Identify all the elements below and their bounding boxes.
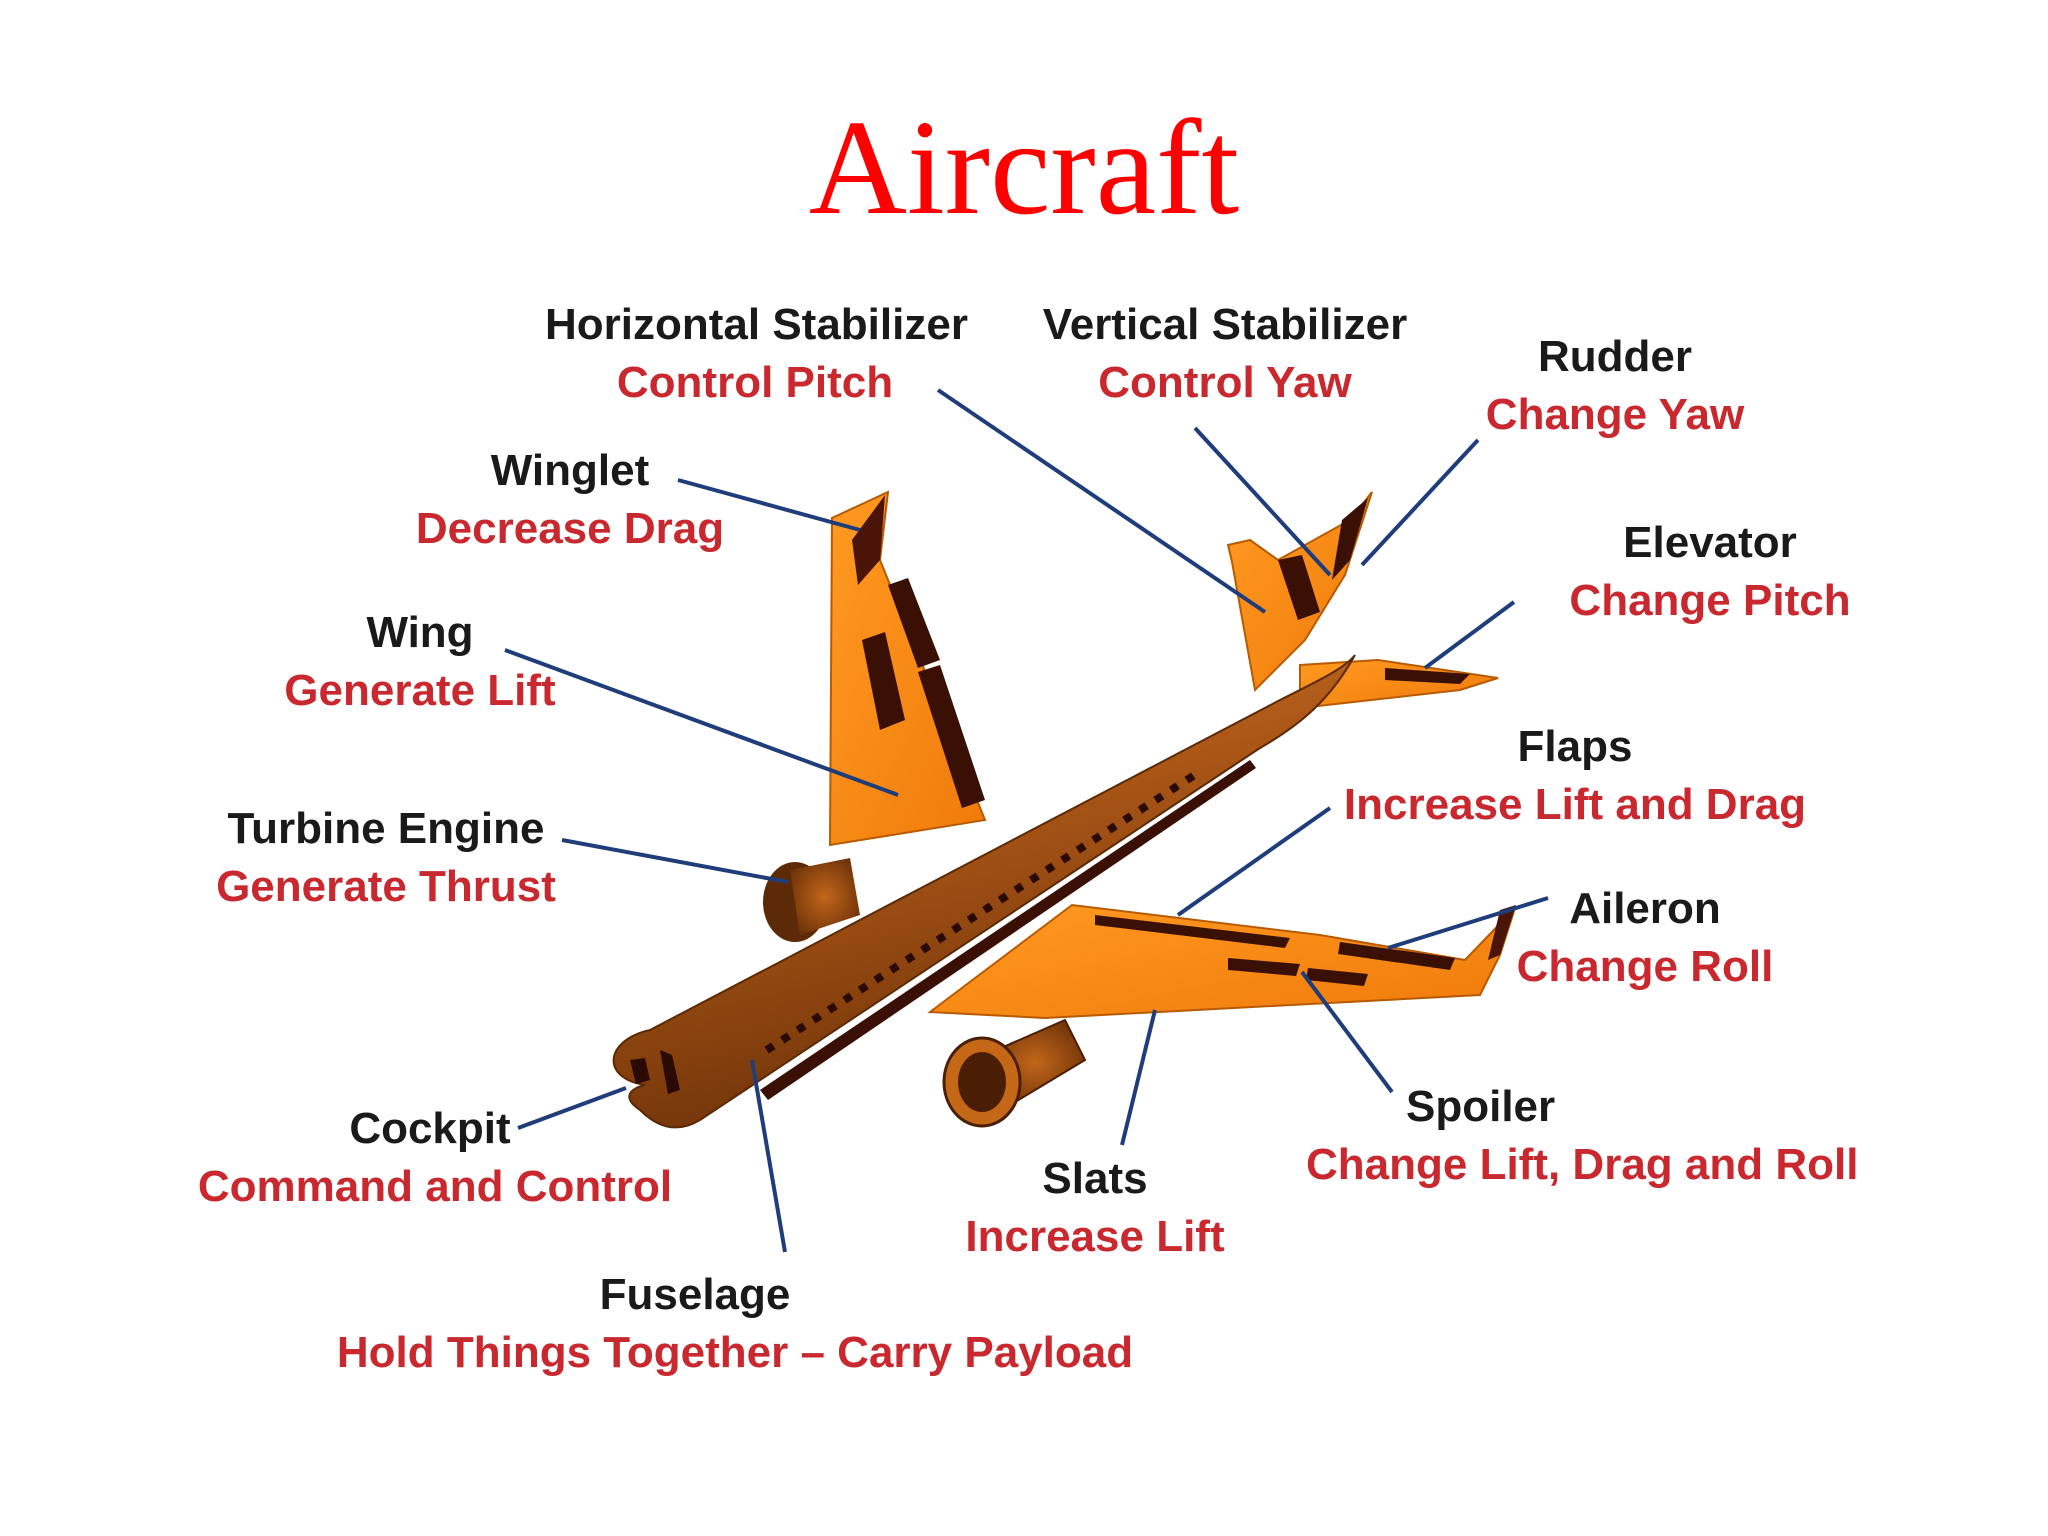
leader-turbine-engine — [561, 838, 789, 884]
label-flaps: Flaps Increase Lift and Drag — [1335, 718, 1815, 834]
window — [1106, 822, 1118, 834]
window — [966, 912, 978, 924]
part-function: Hold Things Together – Carry Payload — [336, 1328, 1134, 1377]
window — [1122, 812, 1134, 824]
flaps-surface — [1095, 915, 1290, 948]
passenger-windows — [764, 772, 1196, 1054]
window — [1013, 882, 1025, 894]
label-vertical-stabilizer: Vertical Stabilizer Control Yaw — [1025, 296, 1425, 412]
vertical-stabilizer — [1226, 491, 1373, 693]
leader-winglet — [677, 478, 861, 532]
label-turbine-engine: Turbine Engine Generate Thrust — [200, 800, 572, 916]
label-elevator: Elevator Change Pitch — [1530, 514, 1890, 630]
window — [1044, 862, 1056, 874]
leader-wing — [504, 648, 899, 797]
part-function: Change Lift, Drag and Roll — [1306, 1140, 1859, 1189]
leader-aileron — [1387, 896, 1549, 950]
label-slats: Slats Increase Lift — [945, 1150, 1245, 1266]
window — [764, 1042, 776, 1054]
leader-lines — [504, 388, 1549, 1253]
window — [888, 962, 900, 974]
part-function: Decrease Drag — [415, 504, 725, 553]
label-wing: Wing Generate Lift — [270, 604, 570, 720]
leader-vertical-stabilizer — [1193, 426, 1332, 577]
leader-elevator — [1423, 600, 1516, 670]
cockpit-window — [660, 1050, 680, 1094]
part-function: Control Pitch — [616, 358, 894, 407]
rudder-surface — [1332, 498, 1368, 580]
window — [1060, 852, 1072, 864]
window — [795, 1022, 807, 1034]
winglet-near — [1488, 905, 1516, 960]
part-name: Fuselage — [599, 1270, 791, 1319]
window — [1028, 872, 1040, 884]
window — [842, 992, 854, 1004]
page-title: Aircraft — [808, 93, 1240, 243]
part-function: Generate Thrust — [216, 862, 556, 911]
window — [904, 952, 916, 964]
part-name: Elevator — [1623, 518, 1797, 567]
part-name: Rudder — [1538, 332, 1692, 381]
label-horizontal-stabilizer: Horizontal Stabilizer Control Pitch — [545, 296, 968, 412]
window — [1184, 772, 1196, 784]
part-function: Increase Lift — [965, 1212, 1225, 1261]
part-function: Change Roll — [1516, 942, 1774, 991]
window — [1137, 802, 1149, 814]
leader-fuselage — [750, 1059, 787, 1253]
window — [1168, 782, 1180, 794]
fuselage — [612, 654, 1356, 1129]
leader-horizontal-stabilizer — [936, 388, 1267, 614]
leader-spoiler — [1300, 970, 1394, 1094]
part-function: Control Yaw — [1098, 358, 1352, 407]
leader-flaps — [1176, 806, 1332, 917]
label-winglet: Winglet Decrease Drag — [405, 442, 735, 558]
near-wing — [927, 903, 1516, 1020]
label-cockpit: Cockpit Command and Control — [195, 1100, 675, 1216]
part-name: Winglet — [490, 446, 650, 495]
part-function: Increase Lift and Drag — [1343, 780, 1807, 829]
part-function: Change Pitch — [1569, 576, 1851, 625]
leader-slats — [1120, 1009, 1157, 1146]
part-function: Generate Lift — [284, 666, 556, 715]
window — [982, 902, 994, 914]
window — [1091, 832, 1103, 844]
window — [920, 942, 932, 954]
part-function: Command and Control — [197, 1162, 673, 1211]
elevator-surface — [1385, 668, 1470, 684]
spoiler-surface — [1228, 958, 1300, 976]
part-name: Horizontal Stabilizer — [545, 300, 968, 349]
part-name: Flaps — [1517, 722, 1633, 771]
window — [780, 1032, 792, 1044]
leader-rudder — [1360, 438, 1480, 567]
part-name: Vertical Stabilizer — [1042, 300, 1408, 349]
aileron-surface — [1338, 942, 1455, 970]
label-rudder: Rudder Change Yaw — [1470, 328, 1760, 444]
window — [857, 982, 869, 994]
part-function: Change Yaw — [1485, 390, 1745, 439]
window — [997, 892, 1009, 904]
part-name: Turbine Engine — [227, 804, 545, 853]
horizontal-stabilizer — [1299, 658, 1499, 710]
part-name: Aileron — [1569, 884, 1721, 933]
window — [1153, 792, 1165, 804]
part-name: Cockpit — [349, 1104, 511, 1153]
window — [811, 1012, 823, 1024]
part-name: Wing — [366, 608, 474, 657]
far-wing — [828, 490, 987, 847]
window — [935, 932, 947, 944]
label-spoiler: Spoiler Change Lift, Drag and Roll — [1306, 1078, 1866, 1194]
part-name: Spoiler — [1406, 1082, 1556, 1131]
window — [873, 972, 885, 984]
part-name: Slats — [1042, 1154, 1148, 1203]
window — [1075, 842, 1087, 854]
label-aileron: Aileron Change Roll — [1500, 880, 1790, 996]
near-engine — [942, 1018, 1087, 1128]
leader-cockpit — [517, 1086, 627, 1130]
window — [826, 1002, 838, 1014]
winglet-far — [852, 495, 885, 585]
label-fuselage: Fuselage Hold Things Together – Carry Pa… — [335, 1266, 1135, 1382]
window — [951, 922, 963, 934]
